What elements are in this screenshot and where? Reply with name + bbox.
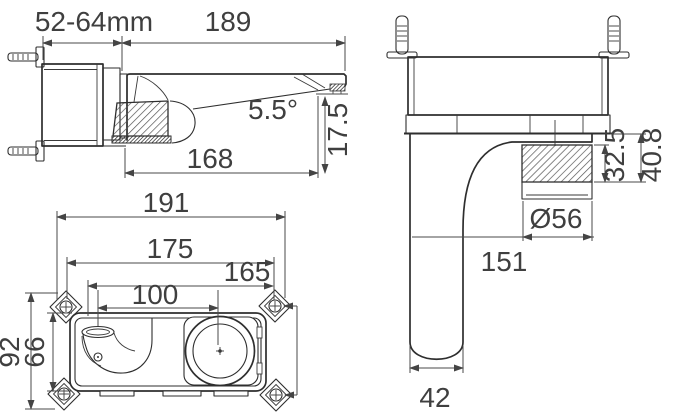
dim-body-length: 151 <box>481 246 528 277</box>
spout-underside <box>192 88 331 110</box>
cartridge-port <box>183 315 263 387</box>
mounting-screw-lower <box>7 140 45 162</box>
front-view-dimensions: 191 175 165 100 92 66 <box>0 187 286 410</box>
handle-grip-knurl <box>112 100 169 137</box>
mounting-screw-upper <box>7 46 45 68</box>
inwall-box-plan <box>405 56 611 134</box>
handle-knob-skirt <box>521 181 593 200</box>
dim-overall-width: 191 <box>143 187 190 218</box>
screw-alignment-bracket <box>283 302 298 399</box>
handle-base-ring <box>111 135 172 144</box>
spout-outlet-port <box>81 318 153 374</box>
dim-wall-thickness-range: 52-64mm <box>35 6 153 37</box>
dim-handle-height: 32.5 <box>599 128 630 183</box>
dim-spout-angle: 5.5° <box>248 94 298 125</box>
inwall-body-side <box>41 63 104 147</box>
side-view-dimensions: 52-64mm 189 5.5° 168 17.5 <box>35 6 353 178</box>
dim-body-width: 165 <box>224 256 271 287</box>
spout-side <box>126 73 347 141</box>
dim-spout-width: 42 <box>419 382 450 413</box>
handle-side <box>111 100 196 144</box>
mounting-tab <box>258 289 292 323</box>
front-view: 191 175 165 100 92 66 <box>0 187 298 412</box>
dim-port-spacing: 100 <box>132 279 179 310</box>
plan-screw-left <box>386 15 418 59</box>
dim-body-height: 66 <box>19 336 50 367</box>
dim-handle-total-depth: 40.8 <box>636 128 667 183</box>
dim-spout-length: 168 <box>187 143 234 174</box>
dim-screw-spacing: 175 <box>147 233 194 264</box>
faucet-body-plan <box>409 133 593 361</box>
dim-spout-reach: 189 <box>205 6 252 37</box>
plan-view-dimensions: 32.5 40.8 Ø56 151 42 <box>409 128 667 413</box>
side-view: 52-64mm 189 5.5° 168 17.5 <box>7 6 353 178</box>
handle-plan <box>521 144 593 200</box>
handle-knob-knurl <box>521 144 593 183</box>
aerator <box>329 83 346 92</box>
plan-screw-right <box>598 15 630 59</box>
dim-handle-diameter: Ø56 <box>530 203 583 234</box>
dim-outlet-drop: 17.5 <box>322 103 353 158</box>
dim-overall-height: 92 <box>0 336 25 367</box>
mounting-tab <box>259 378 293 412</box>
plan-view: 32.5 40.8 Ø56 151 42 <box>386 15 667 413</box>
handle-front-curve <box>169 100 196 144</box>
